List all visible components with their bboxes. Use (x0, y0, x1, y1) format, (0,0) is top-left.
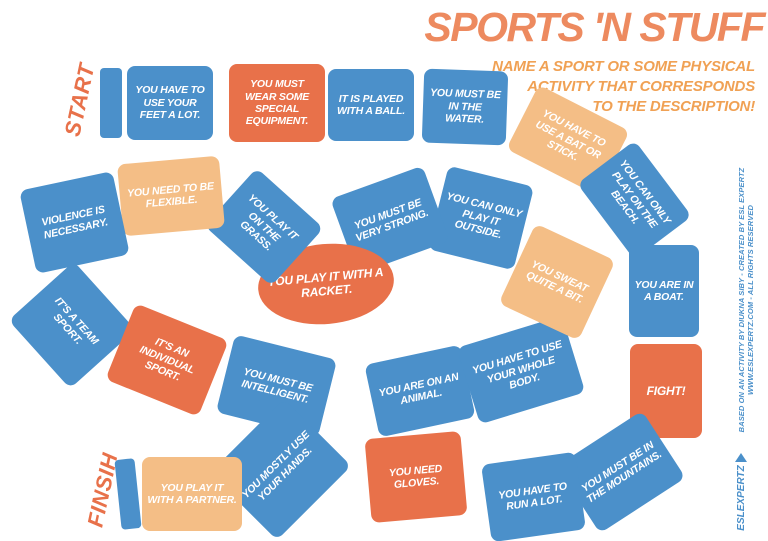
tile-animal[interactable]: YOU ARE ON AN ANIMAL. (364, 344, 476, 438)
tile-label: YOU CAN ONLY PLAY ON THE BEACH. (608, 157, 673, 231)
eslexpertz-logo: ESLEXPERTZ (734, 453, 748, 531)
tile-equipment[interactable]: YOU MUST WEAR SOME SPECIAL EQUIPMENT. (229, 64, 325, 142)
tile-ball[interactable]: IT IS PLAYED WITH A BALL. (328, 69, 414, 141)
eslexpertz-logo-text: ESLEXPERTZ (735, 465, 747, 531)
tile-label: FIGHT! (646, 383, 686, 398)
tile-run-a-lot[interactable]: YOU HAVE TO RUN A LOT. (481, 451, 586, 541)
tile-partner[interactable]: YOU PLAY IT WITH A PARTNER. (142, 457, 242, 531)
credits-line-1: BASED ON AN ACTIVITY BY DIUKNA SIBY - CR… (737, 167, 746, 433)
tile-water[interactable]: YOU MUST BE IN THE WATER. (421, 68, 509, 146)
tile-label: YOU SWEAT QUITE A BIT. (524, 257, 590, 306)
tile-label: YOU HAVE TO RUN A LOT. (497, 479, 568, 513)
tile-outside[interactable]: YOU CAN ONLY PLAY IT OUTSIDE. (427, 165, 535, 271)
page-subtitle: NAME A SPORT OR SOME PHYSICAL ACTIVITY T… (492, 58, 755, 115)
tile-label: YOU MUST BE IN THE WATER. (429, 87, 501, 126)
start-space[interactable] (100, 68, 122, 138)
tile-label: YOU CAN ONLY PLAY IT OUTSIDE. (445, 190, 523, 242)
tile-label: YOU MOSTLY USE YOUR HANDS. (239, 428, 315, 504)
tile-label: YOU HAVE TO USE YOUR FEET A LOT. (135, 84, 205, 122)
tile-label: YOU MUST WEAR SOME SPECIAL EQUIPMENT. (244, 78, 310, 128)
credits-line-2: WWW.ESLEXPERTZ.COM - ALL RIGHTS RESERVED (746, 205, 755, 395)
tile-label: YOU HAVE TO USE YOUR WHOLE BODY. (471, 338, 564, 392)
tile-label: VIOLENCE IS NECESSARY. (40, 203, 109, 242)
finish-space[interactable] (114, 458, 142, 530)
tile-flexible[interactable]: YOU NEED TO BE FLEXIBLE. (117, 155, 225, 237)
start-label: START (59, 61, 100, 139)
tile-label: YOU ARE IN A BOAT. (634, 278, 694, 303)
tile-label: YOU ARE ON AN ANIMAL. (377, 370, 460, 408)
tile-label: YOU NEED GLOVES. (388, 462, 443, 491)
tile-violence[interactable]: VIOLENCE IS NECESSARY. (19, 171, 130, 274)
page-title: SPORTS 'N STUFF (424, 4, 765, 50)
tile-boat[interactable]: YOU ARE IN A BOAT. (629, 245, 699, 337)
tile-label: YOU PLAY IT WITH A PARTNER. (147, 481, 237, 506)
tile-label: IT'S AN INDIVIDUAL SPORT. (137, 336, 197, 384)
credits-text: BASED ON AN ACTIVITY BY DIUKNA SIBY - CR… (737, 145, 755, 455)
tile-label: IT'S A TEAM SPORT. (50, 294, 101, 347)
tile-feet[interactable]: YOU HAVE TO USE YOUR FEET A LOT. (127, 66, 213, 140)
tile-gloves[interactable]: YOU NEED GLOVES. (364, 430, 468, 524)
eslexpertz-logo-icon (735, 453, 747, 463)
tile-label: YOU MUST BE IN THE MOUNTAINS. (579, 438, 664, 506)
tile-label: YOU NEED TO BE FLEXIBLE. (126, 179, 215, 211)
tile-label: YOU MUST BE VERY STRONG. (352, 196, 431, 245)
tile-label: IT IS PLAYED WITH A BALL. (337, 92, 405, 117)
